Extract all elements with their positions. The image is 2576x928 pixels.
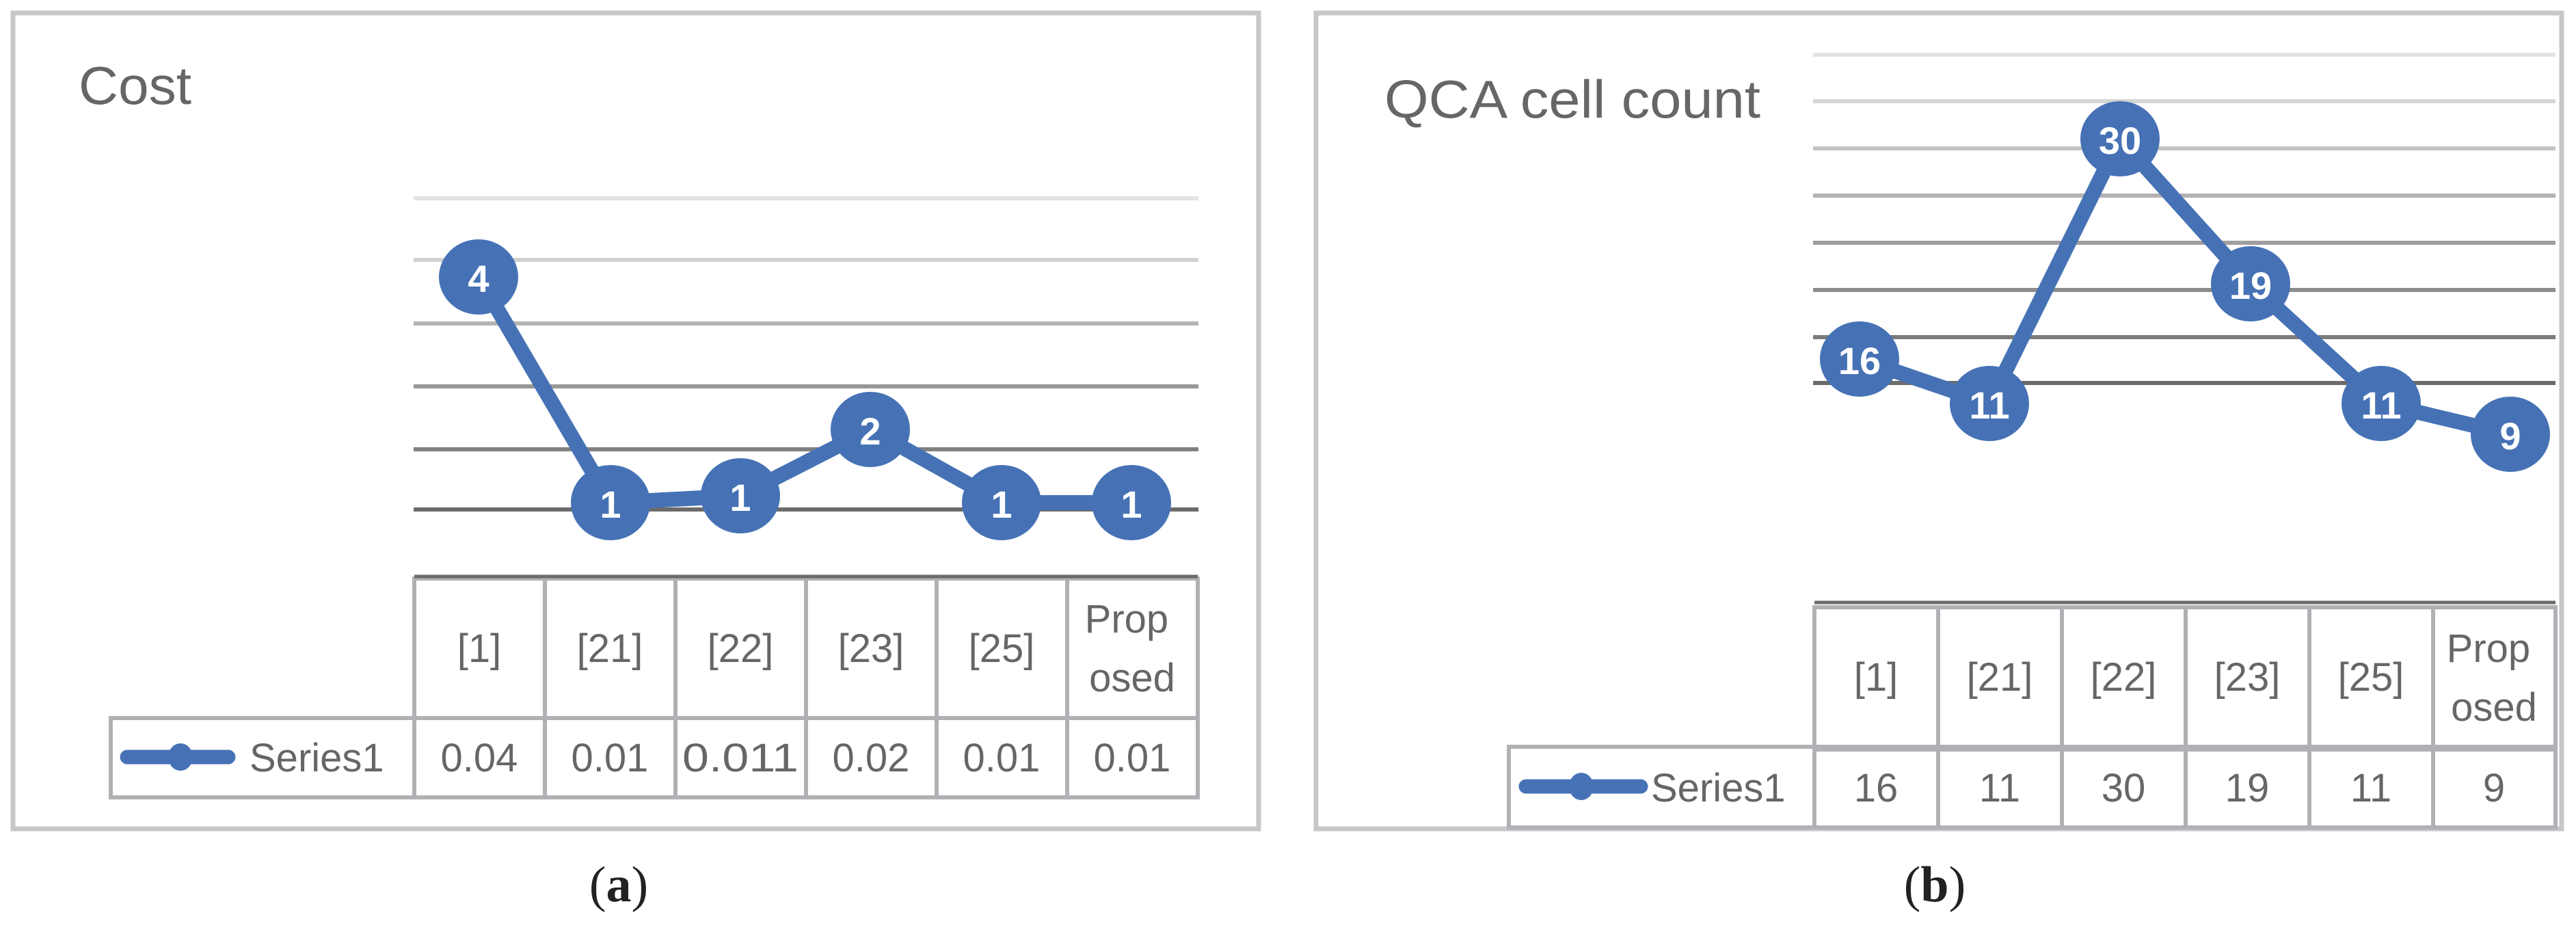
legend-marker-icon (1569, 773, 1594, 800)
data-marker[interactable]: 30 (2080, 101, 2160, 176)
table-value: 9 (2483, 766, 2505, 810)
data-marker[interactable]: 11 (1950, 366, 2029, 441)
table-value: 11 (2350, 766, 2391, 810)
category-label: [25] (2338, 655, 2404, 700)
table-value: 0.02 (833, 736, 910, 780)
legend-label: Series1 (1651, 766, 1786, 810)
data-label: 1 (991, 483, 1012, 526)
table-value: 11 (1979, 766, 2020, 810)
panel-b-title: QCA cell count (1384, 69, 1760, 129)
table-value: 30 (2102, 766, 2146, 810)
category-label: [22] (708, 626, 774, 671)
panel-a-title: Cost (79, 55, 191, 116)
category-label: [21] (1967, 655, 2033, 700)
legend-key[interactable]: Series1 (120, 736, 384, 780)
table-value: 16 (1854, 766, 1899, 810)
data-marker[interactable]: 1 (1092, 465, 1171, 540)
category-label: [23] (2214, 655, 2281, 700)
category-label: [1] (1854, 655, 1899, 700)
panel-a-border (10, 10, 1261, 832)
data-marker[interactable]: 9 (2471, 397, 2550, 472)
panel-b-caption: (b) (1904, 857, 1965, 913)
category-label: [1] (457, 626, 502, 671)
data-marker[interactable]: 2 (831, 392, 910, 467)
data-label: 1 (1121, 483, 1142, 526)
data-label: 19 (2229, 264, 2272, 307)
legend-key[interactable]: Series1 (1518, 766, 1786, 810)
legend-marker-icon (168, 743, 193, 771)
category-label: [25] (969, 626, 1035, 671)
data-label: 11 (1969, 384, 2009, 427)
data-marker[interactable]: 11 (2342, 366, 2421, 441)
data-label: 16 (1838, 339, 1881, 382)
data-marker[interactable]: 1 (962, 465, 1041, 540)
data-label: 2 (859, 410, 881, 453)
data-marker[interactable]: 1 (571, 465, 650, 540)
data-label: 1 (729, 476, 751, 519)
panel-b-markers: 16 11 30 19 11 9 (1820, 101, 2550, 472)
panel-b: QCA cell count 16 11 30 (1313, 10, 2564, 913)
category-label: [23] (838, 626, 904, 671)
data-marker[interactable]: 4 (439, 239, 518, 315)
table-value: 0.04 (441, 736, 518, 780)
table-value: 0.01 (1094, 736, 1171, 780)
panel-a-caption: (a) (589, 857, 648, 913)
panel-a: Cost 4 1 1 (10, 10, 1261, 913)
panel-b-gridlines (1813, 53, 2555, 385)
category-label-proposed: Prop osed (2447, 626, 2542, 730)
category-label: [21] (577, 626, 643, 671)
data-marker[interactable]: 16 (1820, 321, 1899, 397)
table-value: 0.01 (572, 736, 649, 780)
category-label: [22] (2091, 655, 2157, 700)
table-value: 0.01 (963, 736, 1041, 780)
data-label: 4 (468, 257, 489, 300)
data-label: 30 (2099, 119, 2141, 162)
table-value: 19 (2225, 766, 2270, 810)
table-value: 0.011 (682, 736, 799, 780)
panel-a-markers: 4 1 1 2 1 1 (439, 239, 1171, 540)
panel-a-data-table: [1] [21] [22] [23] [25] Prop osed Series… (109, 574, 1200, 799)
legend-label: Series1 (250, 736, 384, 780)
data-marker[interactable]: 19 (2211, 246, 2290, 321)
data-label: 9 (2499, 414, 2521, 458)
data-label: 1 (600, 483, 621, 526)
data-marker[interactable]: 1 (701, 458, 780, 533)
data-label: 11 (2361, 384, 2401, 427)
panel-b-data-table: [1] [21] [22] [23] [25] Prop osed Series… (1507, 600, 2558, 830)
category-label-proposed: Prop osed (1085, 597, 1180, 700)
